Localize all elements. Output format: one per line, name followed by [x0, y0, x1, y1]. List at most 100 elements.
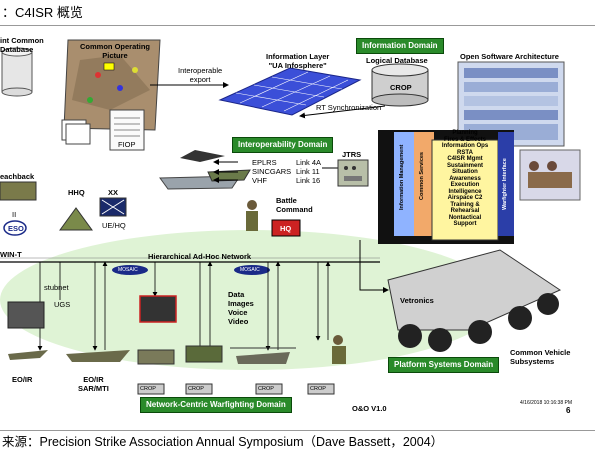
mosaic-label-2: MOSAIC [240, 267, 260, 273]
xx-label: XX [108, 188, 119, 197]
common-services-label: Common Services [419, 152, 425, 200]
robot-vehicle-icon [185, 345, 223, 363]
monitor-icon [139, 295, 177, 323]
ii-label: II [12, 210, 17, 219]
warfighter-interface-label: Warfighter Interface [502, 158, 508, 210]
function-item: Awareness [449, 175, 481, 182]
hq-box [271, 219, 301, 237]
function-item: Airspace C2 [447, 195, 483, 201]
link-name-3: VHF [252, 176, 267, 185]
network-zone [0, 230, 500, 370]
crop-box-2 [185, 383, 213, 395]
slide-date: 4/16/2018 10:16:38 PM [520, 400, 572, 406]
uav-small-icon [8, 350, 48, 360]
reachback-label: eachback [0, 172, 35, 181]
software-stack [378, 130, 514, 244]
function-item: Execution [450, 182, 480, 188]
ue-hq-flag-icon [99, 197, 127, 217]
database-icon [1, 47, 33, 97]
fiop-label: FIOP [118, 140, 136, 149]
cop-map-icon [63, 39, 161, 131]
rt-sync-arrow [299, 105, 386, 119]
interoperable-export-label: Interoperable export [178, 66, 223, 84]
link-id-3: Link 16 [296, 176, 321, 185]
slide-number: 6 [566, 406, 571, 415]
humvee-icon [0, 181, 37, 201]
logical-db-label: Logical Database [366, 56, 428, 65]
function-item: Support [453, 221, 477, 227]
eo-ir-label: EO/IR [12, 375, 33, 384]
info-mgmt-label: Information Management [399, 144, 405, 210]
eo-ir-sar-label: EO/IR SAR/MTI [78, 375, 109, 393]
function-item: Nontactical [448, 214, 482, 221]
cop-label: Common Operating Picture [80, 42, 151, 60]
platform-systems-domain-label: Platform Systems Domain [388, 357, 500, 373]
function-item: Situation [452, 169, 478, 175]
function-item: RSTA [457, 149, 473, 156]
info-layer-label: Information Layer "UA Infosphere" [266, 52, 330, 70]
ship-aircraft-icon [159, 150, 251, 190]
crop-label-4: CROP [310, 386, 326, 392]
hq-label: HQ [280, 224, 292, 233]
function-item: Rehearsal [450, 208, 480, 214]
battle-command-label: Battle Command [276, 196, 313, 214]
function-item: Sustainment [446, 162, 483, 169]
data-list-label: Data Images Voice Video [228, 290, 254, 326]
mosaic-label-1: MOSAIC [118, 267, 138, 273]
mosaic-node-2 [234, 265, 270, 275]
network-centric-domain-label: Network-Centric Warfighting Domain [140, 397, 292, 413]
crop-box-1 [137, 383, 165, 395]
crop-box-4 [307, 383, 335, 395]
ue-hq-label: UE/HQ [102, 221, 126, 230]
crop-label-2: CROP [188, 386, 204, 392]
uav-large-icon [66, 350, 130, 362]
link-id-2: Link 11 [296, 167, 320, 176]
link-id-1: Link 4A [296, 158, 322, 167]
stubnet-label: stubnet [44, 283, 69, 292]
page-header: ：C4ISR 概览 [2, 5, 83, 20]
soldiers-icon [332, 335, 346, 364]
information-domain-label: Information Domain [356, 38, 444, 54]
function-item: Information Ops [441, 143, 489, 149]
tank-icon [137, 349, 175, 365]
platform-vehicle-icon [387, 249, 562, 352]
mosaic-node-1 [112, 265, 148, 275]
function-item: Planning [452, 130, 478, 136]
ugs-label: UGS [54, 300, 71, 309]
crop-db-label: CROP [390, 83, 412, 92]
network-title-label: Hierarchical Ad-Hoc Network [148, 252, 252, 261]
oo-version-label: O&O V1.0 [352, 404, 387, 413]
interoperability-domain-label: Interoperability Domain [232, 137, 334, 153]
crop-label-3: CROP [258, 386, 274, 392]
function-item: Fires & Effects [443, 136, 486, 143]
joint-common-db-label: int Common Database [0, 36, 44, 54]
common-vehicle-label: Common Vehicle Subsystems [510, 348, 571, 366]
ugs-screen-icon [7, 301, 45, 329]
vetronics-label: Vetronics [400, 296, 434, 305]
operators-icon [519, 149, 581, 201]
open-sw-arch-label: Open Software Architecture [460, 52, 559, 61]
hhq-label: HHQ [68, 188, 85, 197]
fiop-documents-icon [61, 109, 145, 151]
function-item: Intelligence [448, 188, 482, 195]
function-item: Training & [450, 201, 480, 208]
soldier-icon [246, 200, 258, 231]
header-divider [0, 25, 595, 26]
crop-database-icon [371, 63, 429, 107]
rt-sync-label: RT Synchronization [316, 103, 382, 112]
win-t-label: WIN-T [0, 250, 22, 259]
crop-label-1: CROP [140, 386, 156, 392]
link-name-2: SINCGARS [252, 167, 292, 176]
crop-box-3 [255, 383, 283, 395]
source-footer: 来源：Precision Strike Association Annual S… [0, 430, 595, 454]
eso-label: ESO [8, 224, 24, 233]
helicopter-icon [230, 347, 296, 364]
hhq-tent-icon [59, 207, 93, 231]
jtrs-radio-icon [337, 159, 369, 187]
jtrs-label: JTRS [342, 150, 362, 159]
link-name-1: EPLRS [252, 158, 277, 167]
eso-node [3, 220, 27, 236]
information-layer-grid [218, 67, 362, 116]
